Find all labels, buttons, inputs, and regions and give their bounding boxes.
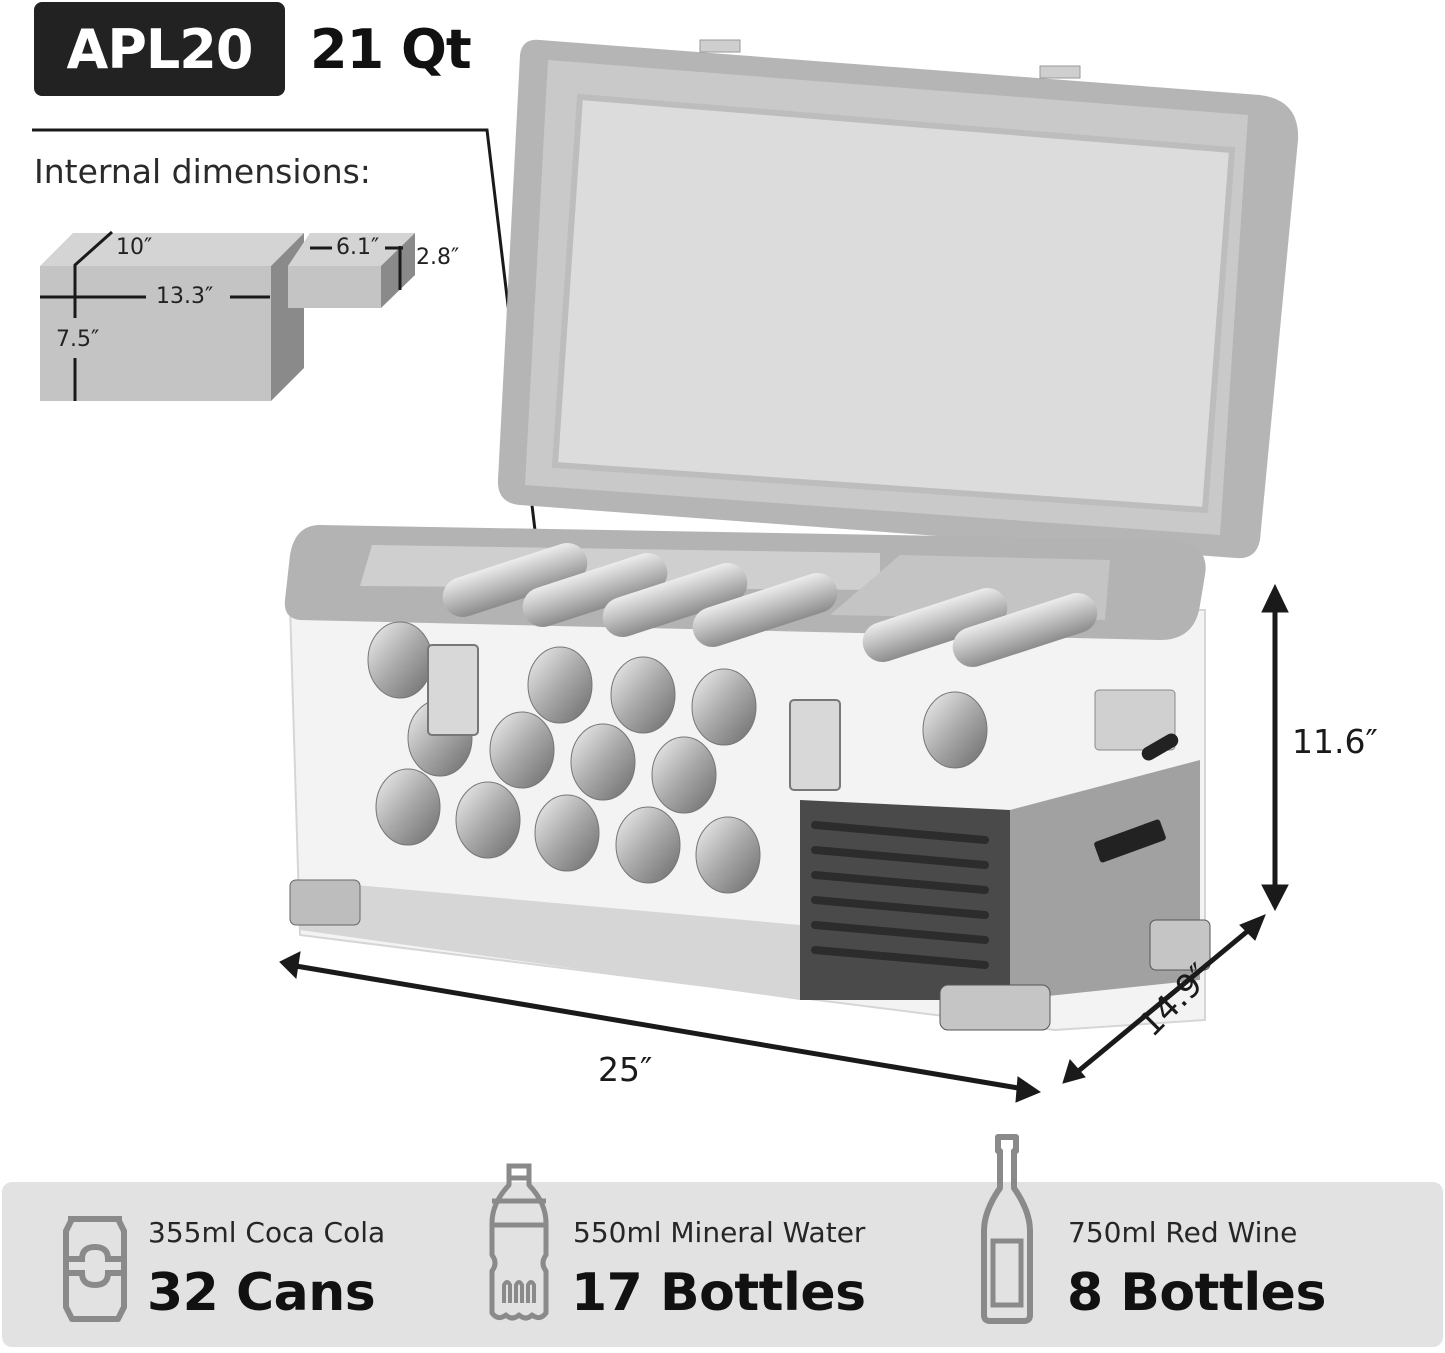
- side-compartment-width-label: 6.1″: [336, 235, 380, 260]
- model-badge: APL20: [34, 2, 285, 96]
- lid: [497, 39, 1299, 559]
- item-count: 8 Bottles: [1067, 1263, 1326, 1323]
- water-bottle-icon: [489, 1163, 549, 1321]
- internal-height-label: 7.5″: [56, 327, 100, 352]
- capacity-label: 21 Qt: [310, 18, 472, 81]
- wine-bottle-icon: [981, 1134, 1033, 1324]
- side-compartment-height-label: 2.8″: [416, 245, 460, 270]
- item-label: 750ml Red Wine: [1068, 1216, 1298, 1249]
- external-height-label: 11.6″: [1292, 722, 1378, 761]
- can-icon: [63, 1216, 127, 1322]
- item-count: 32 Cans: [147, 1263, 376, 1323]
- item-label: 550ml Mineral Water: [573, 1216, 866, 1249]
- capacity-banner: [2, 1182, 1443, 1347]
- cooler-body: [284, 525, 1211, 1032]
- external-depth-label: 14.9″: [1130, 955, 1219, 1044]
- item-count: 17 Bottles: [571, 1263, 866, 1323]
- item-label: 355ml Coca Cola: [148, 1216, 386, 1249]
- internal-width-label: 13.3″: [156, 284, 214, 309]
- external-dimension-arrows: [279, 583, 1289, 1103]
- internal-depth-label: 10″: [116, 235, 153, 260]
- internal-dimensions-title: Internal dimensions:: [34, 152, 371, 191]
- external-length-label: 25″: [598, 1050, 653, 1089]
